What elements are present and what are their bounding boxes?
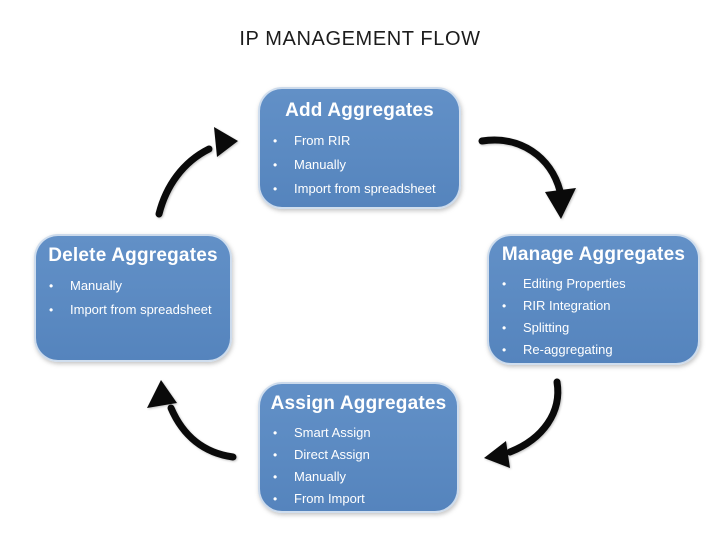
bullet-icon: • [502, 277, 507, 291]
list-item: • Manually [36, 274, 230, 298]
bullet-icon: • [502, 343, 507, 357]
bullet-list: • Smart Assign • Direct Assign • Manually •… [260, 422, 457, 510]
list-item: • Direct Assign [260, 444, 457, 466]
flow-box-manage-aggregates: Manage Aggregates • Editing Properties • R… [487, 234, 700, 365]
list-item-text: Smart Assign [294, 425, 371, 440]
list-item-text: Direct Assign [294, 447, 370, 462]
bullet-icon: • [49, 303, 54, 317]
box-heading: Manage Aggregates [501, 244, 686, 265]
bullet-icon: • [273, 426, 278, 440]
bullet-icon: • [273, 448, 278, 462]
bullet-icon: • [273, 134, 278, 148]
list-item: • Smart Assign [260, 422, 457, 444]
list-item: • Import from spreadsheet [260, 177, 459, 201]
list-item-text: From RIR [294, 133, 351, 148]
list-item: • Import from spreadsheet [36, 298, 230, 322]
diagram-title: IP MANAGEMENT FLOW [239, 28, 481, 50]
box-heading: Delete Aggregates [48, 245, 218, 266]
bullet-list: • Editing Properties • RIR Integration • Sp… [489, 273, 698, 361]
flow-box-add-aggregates: Add Aggregates • From RIR • Manually • Impo… [258, 87, 461, 209]
list-item-text: RIR Integration [523, 298, 611, 313]
list-item: • From Import [260, 488, 457, 510]
list-item-text: From Import [294, 491, 365, 506]
list-item-text: Manually [294, 157, 347, 172]
arrow-delete-to-add [155, 127, 238, 218]
bullet-list: • From RIR • Manually • Import from spreads… [260, 129, 459, 201]
bullet-icon: • [273, 492, 278, 506]
box-heading: Assign Aggregates [270, 393, 447, 414]
list-item-text: Re-aggregating [523, 342, 613, 357]
bullet-icon: • [273, 182, 278, 196]
box-heading: Add Aggregates [285, 100, 434, 121]
flow-box-assign-aggregates: Assign Aggregates • Smart Assign • Direct … [258, 382, 459, 513]
bullet-icon: • [502, 321, 507, 335]
list-item-text: Manually [294, 469, 347, 484]
bullet-icon: • [273, 158, 278, 172]
list-item: • RIR Integration [489, 295, 698, 317]
list-item-text: Manually [70, 278, 123, 293]
bullet-icon: • [49, 279, 54, 293]
list-item: • Re-aggregating [489, 339, 698, 361]
list-item: • Manually [260, 153, 459, 177]
list-item: • From RIR [260, 129, 459, 153]
bullet-icon: • [502, 299, 507, 313]
list-item-text: Import from spreadsheet [70, 302, 212, 317]
flow-box-delete-aggregates: Delete Aggregates • Manually • Import from… [34, 234, 232, 362]
list-item: • Manually [260, 466, 457, 488]
list-item: • Editing Properties [489, 273, 698, 295]
list-item-text: Editing Properties [523, 276, 626, 291]
arrow-add-to-manage [478, 136, 576, 219]
arrow-assign-to-delete [147, 380, 237, 461]
list-item: • Splitting [489, 317, 698, 339]
list-item-text: Import from spreadsheet [294, 181, 436, 196]
arrow-manage-to-assign [484, 378, 562, 468]
bullet-list: • Manually • Import from spreadsheet [36, 274, 230, 322]
list-item-text: Splitting [523, 320, 570, 335]
bullet-icon: • [273, 470, 278, 484]
